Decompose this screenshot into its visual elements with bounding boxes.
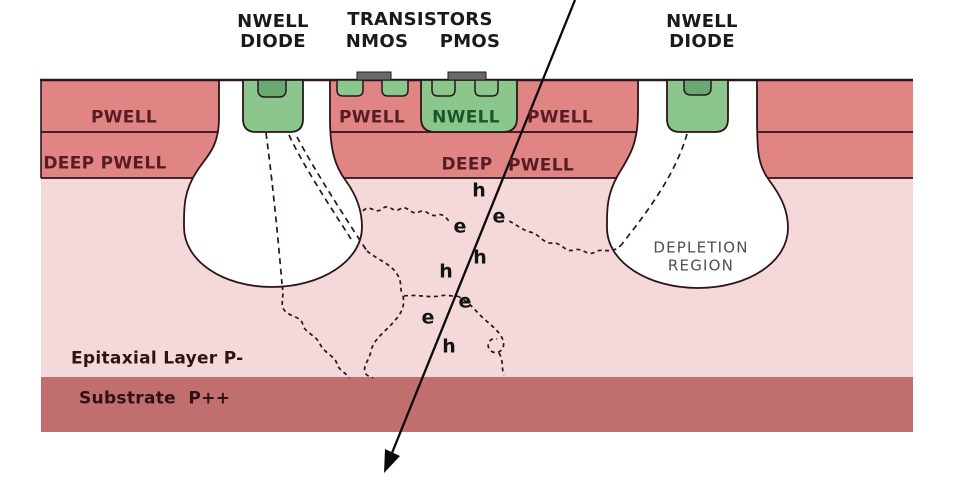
drift-line-diagonal-2 xyxy=(296,136,368,252)
diffusion-path-right-tail xyxy=(498,352,505,376)
drift-line-diagonal-1 xyxy=(288,134,352,240)
nmos-drain-well xyxy=(381,79,409,97)
charge-marker-h: h xyxy=(472,179,486,202)
label-pmos: PMOS xyxy=(439,31,501,52)
nmos-source-well xyxy=(336,79,364,97)
diffusion-path-to-right-diode xyxy=(506,219,623,255)
diffusion-path-mid xyxy=(366,250,404,296)
charge-marker-h: h xyxy=(442,335,456,358)
label-nmos: NMOS xyxy=(345,31,409,52)
deep-pwell-layer xyxy=(41,132,913,178)
charge-marker-h: h xyxy=(439,260,453,283)
label-pwell-right: PWELL xyxy=(527,107,593,128)
label-left-diode-line1: NWELL xyxy=(237,11,309,32)
label-deep-pwell-left: DEEP PWELL xyxy=(43,153,167,174)
diffusion-path-left-bottom xyxy=(281,285,350,379)
substrate-layer xyxy=(41,377,913,432)
charge-marker-e: e xyxy=(453,215,467,238)
label-right-diode-line2: DIODE xyxy=(669,31,735,52)
charge-marker-e: e xyxy=(458,290,472,313)
label-depletion-line2: REGION xyxy=(667,256,735,275)
pmos-gate xyxy=(447,71,487,81)
label-nwell-pmos: NWELL xyxy=(432,107,500,128)
charge-marker-h: h xyxy=(473,246,487,269)
left-depletion-region xyxy=(183,79,363,288)
pmos-source-well xyxy=(431,79,456,97)
drift-lines-group xyxy=(265,132,688,285)
diffusion-path-mid-down xyxy=(363,295,405,379)
label-depletion-line1: DEPLETION xyxy=(653,238,749,257)
right-depletion-region xyxy=(606,79,789,289)
diffusion-path-top-wavy xyxy=(362,205,450,222)
diffusion-path-connector xyxy=(403,294,458,298)
charge-marker-e: e xyxy=(492,205,506,228)
label-substrate: Substrate P++ xyxy=(79,388,231,409)
nmos-gate xyxy=(356,71,392,81)
charge-marker-e: e xyxy=(421,306,435,329)
label-deep-pwell-center-left: DEEP xyxy=(441,154,493,175)
right-nwell-diode xyxy=(666,79,729,133)
left-diode-contact xyxy=(257,79,287,98)
pmos-drain-well xyxy=(474,79,499,97)
label-deep-pwell-center-right: PWELL xyxy=(508,155,574,176)
diffusion-path-right-loop xyxy=(456,295,505,354)
particle-track-line xyxy=(390,0,577,454)
label-pwell-left: PWELL xyxy=(91,107,157,128)
particle-track-arrowhead xyxy=(384,449,400,473)
label-transistors: TRANSISTORS xyxy=(347,9,493,30)
label-epitaxial-layer: Epitaxial Layer P- xyxy=(71,348,244,369)
label-pwell-nmos: PWELL xyxy=(339,107,405,128)
drift-line-vertical xyxy=(265,132,283,285)
diffusion-paths-group xyxy=(281,205,623,379)
drift-line-right-diode xyxy=(621,133,688,245)
label-right-diode-line1: NWELL xyxy=(666,11,738,32)
right-diode-contact xyxy=(683,79,712,96)
label-left-diode-line2: DIODE xyxy=(240,31,306,52)
